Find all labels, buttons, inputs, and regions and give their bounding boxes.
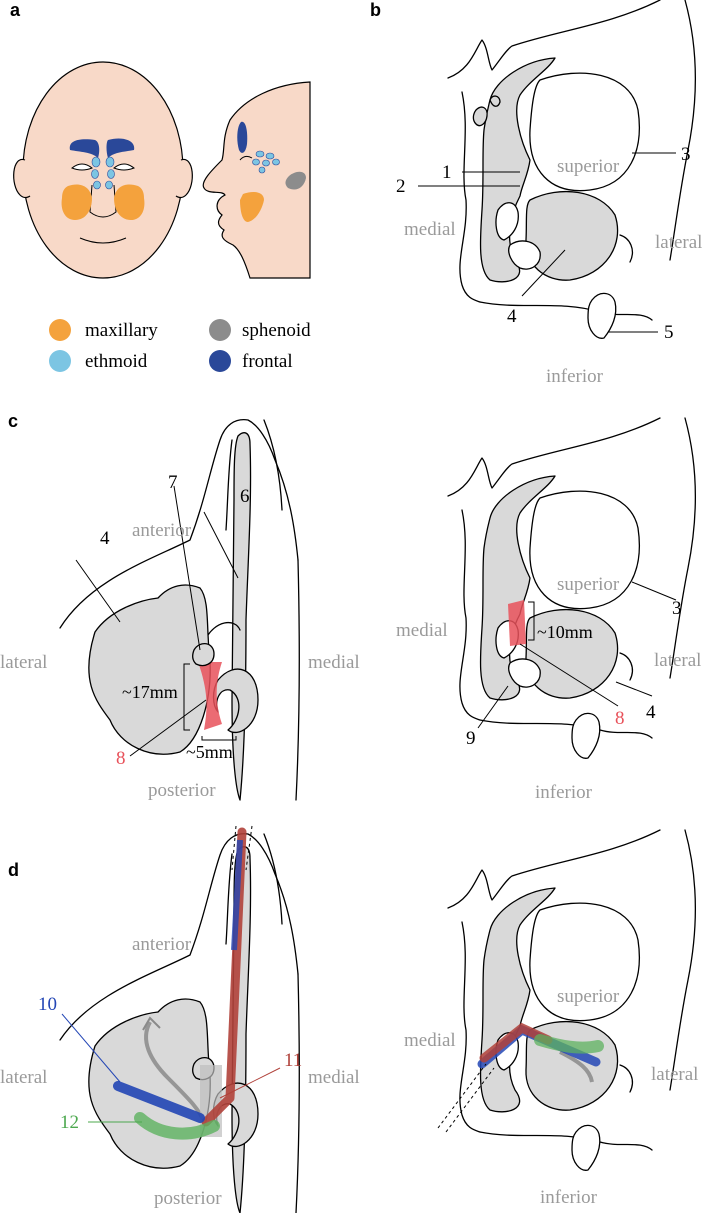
panel-c-coronal-section [447,417,696,759]
c-right-ostium-highlight [508,600,526,646]
d-left-label-12: 12 [60,1112,79,1133]
d-left-tool-green [134,1112,220,1140]
c-right-dir-inferior: inferior [535,782,593,803]
b-label-2: 2 [396,176,406,197]
legend-frontal-label: frontal [242,351,293,372]
panel-c-letter: c [8,411,18,431]
frontal-sinus-side [237,121,248,153]
legend-maxillary-label: maxillary [85,320,158,341]
frontal-sinus-shape [69,139,100,158]
legend-sphenoid-label: sphenoid [242,320,311,341]
legend: maxillary sphenoid ethmoid frontal [49,319,311,372]
d-left-dir-lateral: lateral [0,1067,47,1088]
d-left-dir-medial: medial [308,1067,360,1088]
ethmoid-side [252,150,280,174]
d-left-label-11: 11 [284,1050,302,1071]
d-right-dir-medial: medial [404,1030,456,1051]
c-left-label-4: 4 [100,528,110,549]
c-left-dir-anterior: anterior [132,520,192,541]
c-left-measure-width: ~5mm [186,742,233,762]
c-left-label-6: 6 [240,486,250,507]
panel-a-letter: a [10,0,21,20]
c-right-dir-medial: medial [396,620,448,641]
c-left-dir-lateral: lateral [0,652,47,673]
legend-maxillary-swatch [49,319,71,341]
b-label-5: 5 [664,322,674,343]
d-right-tool-green [534,1034,604,1054]
ethmoid-sinus-shapes [91,156,115,190]
b-dir-inferior: inferior [546,366,604,387]
maxillary-sinus-left [61,184,92,220]
d-right-dir-lateral: lateral [651,1064,698,1085]
c-right-dir-superior: superior [557,574,620,595]
legend-sphenoid-swatch [209,319,231,341]
side-face-illustration [202,81,311,279]
d-right-dir-inferior: inferior [540,1187,598,1208]
c-left-ostium-highlight [198,662,222,730]
b-dir-medial: medial [404,219,456,240]
legend-ethmoid-swatch [49,350,71,372]
maxillary-sinus-right [114,184,145,220]
front-face-illustration [13,61,193,279]
panel-d-letter: d [8,860,19,880]
c-right-measure-height: ~10mm [537,622,593,642]
c-right-label-9: 9 [466,728,476,749]
panel-d-axial-section [59,825,300,1213]
d-right-dir-superior: superior [557,986,620,1007]
maxillary-side [240,192,264,222]
c-left-label-8: 8 [116,748,126,769]
d-left-label-10: 10 [38,994,57,1015]
b-label-4: 4 [507,306,517,327]
c-right-dir-lateral: lateral [654,650,701,671]
c-left-dir-medial: medial [308,652,360,673]
panel-c-axial-section [59,419,300,801]
d-left-tool-blue [113,1081,205,1123]
sphenoid-side [285,171,306,190]
b-label-3: 3 [681,144,691,165]
panel-b-coronal-section [418,0,696,339]
d-left-dir-posterior: posterior [154,1188,222,1209]
panel-b-letter: b [370,0,381,20]
c-right-label-3: 3 [672,598,682,619]
c-left-label-7: 7 [168,472,178,493]
c-right-label-8: 8 [615,708,625,729]
legend-frontal-swatch [209,350,231,372]
b-label-1: 1 [442,162,452,183]
b-dir-superior: superior [557,156,620,177]
b-dir-lateral: lateral [655,232,702,253]
panel-d-coronal-section [437,829,696,1171]
c-left-dir-posterior: posterior [148,780,216,801]
d-left-dir-anterior: anterior [132,934,192,955]
legend-ethmoid-label: ethmoid [85,351,148,372]
c-left-measure-height: ~17mm [122,682,178,702]
c-right-label-4: 4 [646,702,656,723]
